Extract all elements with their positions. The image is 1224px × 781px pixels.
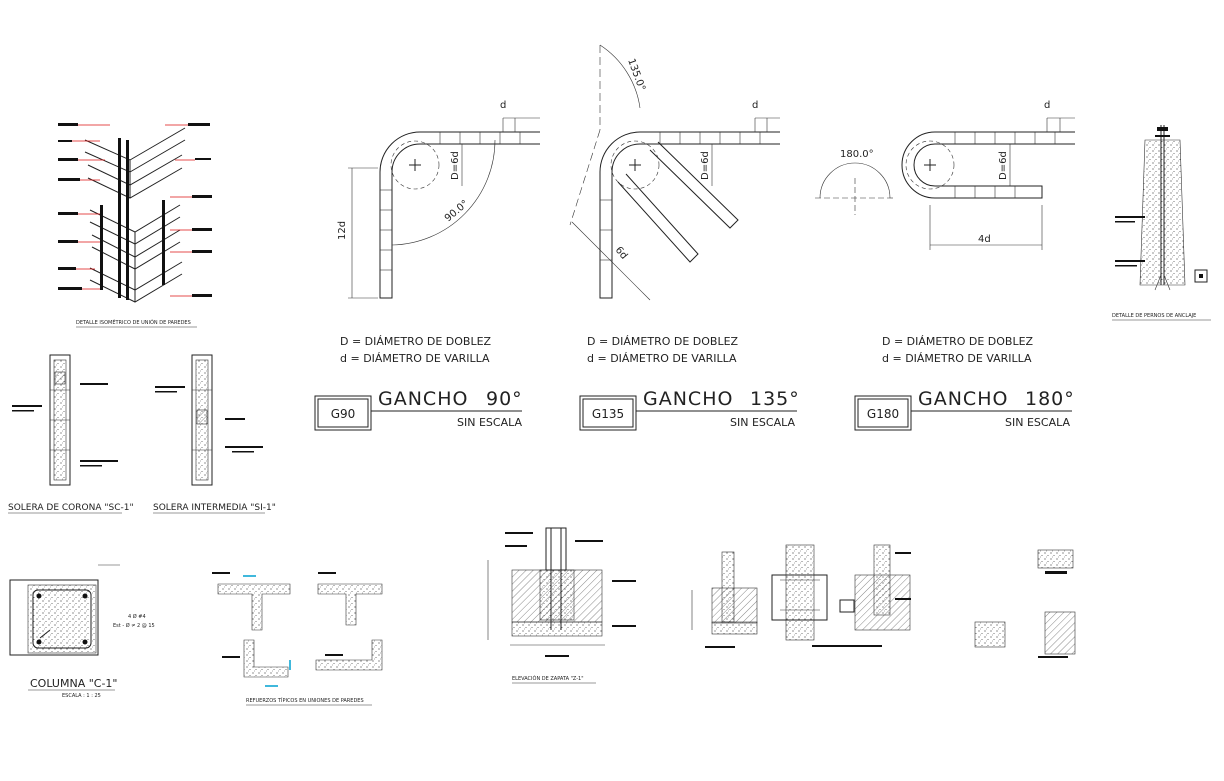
- solera-intermedia-detail: SOLERA INTERMEDIA "SI-1": [153, 354, 276, 514]
- g90-title: GANCHO: [378, 388, 468, 410]
- svg-text:D = DIÁMETRO DE DOBLEZ: D = DIÁMETRO DE DOBLEZ: [340, 335, 492, 348]
- g180-dim-len: 4d: [978, 234, 991, 245]
- g90-dim-D: D=6d: [450, 151, 461, 180]
- hook-g135: 135.0° 6d D=6d d: [569, 44, 780, 301]
- g90-dim-angle: 90.0°: [443, 198, 471, 224]
- isometric-label: DETALLE ISOMÉTRICO DE UNIÓN DE PAREDES: [76, 318, 191, 326]
- hook-legend-g180: D = DIÁMETRO DE DOBLEZ d = DIÁMETRO DE V…: [882, 335, 1034, 365]
- title-block-g180: G180 GANCHO 180° SIN ESCALA: [854, 388, 1075, 431]
- columna-note-1: 4 Ø #4: [128, 613, 146, 620]
- refuerzos-detail: REFUERZOS TÍPICOS EN UNIONES DE PAREDES: [212, 572, 383, 706]
- g135-scale: SIN ESCALA: [730, 416, 795, 429]
- svg-text:D = DIÁMETRO DE DOBLEZ: D = DIÁMETRO DE DOBLEZ: [587, 335, 739, 348]
- footing-detail-b: [771, 544, 882, 647]
- g135-code: G135: [592, 407, 624, 421]
- anchor-bolt-detail: DETALLE DE PERNOS DE ANCLAJE: [1112, 125, 1211, 321]
- svg-text:d = DIÁMETRO DE VARILLA: d = DIÁMETRO DE VARILLA: [587, 352, 737, 365]
- title-block-g135: G135 GANCHO 135° SIN ESCALA: [579, 388, 800, 431]
- g90-dim-12d: 12d: [337, 221, 348, 240]
- g180-scale: SIN ESCALA: [1005, 416, 1070, 429]
- g90-angle: 90°: [486, 388, 523, 410]
- hook-legend-g90: D = DIÁMETRO DE DOBLEZ d = DIÁMETRO DE V…: [340, 335, 492, 365]
- title-block-g90: G90 GANCHO 90° SIN ESCALA: [314, 388, 523, 431]
- columna-detail: 4 Ø #4 Est - Ø ≠ 2 @ 15 COLUMNA "C-1" ES…: [9, 564, 155, 699]
- columna-scale: ESCALA : 1 : 25: [62, 693, 101, 699]
- svg-text:d = DIÁMETRO DE VARILLA: d = DIÁMETRO DE VARILLA: [340, 352, 490, 365]
- perno-label: DETALLE DE PERNOS DE ANCLAJE: [1112, 313, 1196, 319]
- g135-title: GANCHO: [643, 388, 733, 410]
- hook-g180: D=6d 4d d 180.0°: [815, 100, 1075, 250]
- g135-dim-D: D=6d: [700, 151, 711, 180]
- columna-note-2: Est - Ø ≠ 2 @ 15: [113, 622, 155, 629]
- zapata-label: ELEVACIÓN DE ZAPATA "Z-1": [512, 675, 584, 682]
- footing-detail-a: [691, 551, 758, 648]
- zapata-detail: ELEVACIÓN DE ZAPATA "Z-1": [487, 527, 636, 684]
- g180-dim-d: d: [1044, 100, 1050, 111]
- svg-text:D = DIÁMETRO DE DOBLEZ: D = DIÁMETRO DE DOBLEZ: [882, 335, 1034, 348]
- solera-intermedia-label: SOLERA INTERMEDIA "SI-1": [153, 503, 276, 513]
- solera-corona-label: SOLERA DE CORONA "SC-1": [8, 503, 134, 513]
- hook-g90: 12d D=6d d 90.0°: [337, 100, 540, 299]
- g180-dim-D: D=6d: [998, 151, 1009, 180]
- g90-dim-d: d: [500, 100, 506, 111]
- g180-dim-angle: 180.0°: [840, 149, 874, 160]
- footing-detail-d: [974, 549, 1076, 658]
- g135-dim-len: 6d: [613, 245, 630, 262]
- g90-code: G90: [331, 407, 356, 421]
- g135-angle: 135°: [750, 388, 800, 410]
- g135-dim-d: d: [752, 100, 758, 111]
- hook-legend-g135: D = DIÁMETRO DE DOBLEZ d = DIÁMETRO DE V…: [587, 335, 739, 365]
- g180-title: GANCHO: [918, 388, 1008, 410]
- columna-title: COLUMNA "C-1": [30, 677, 117, 690]
- g180-code: G180: [867, 407, 899, 421]
- solera-corona-detail: SOLERA DE CORONA "SC-1": [8, 354, 134, 514]
- g180-angle: 180°: [1025, 388, 1075, 410]
- refuerzos-label: REFUERZOS TÍPICOS EN UNIONES DE PAREDES: [246, 697, 364, 704]
- footing-detail-c: [839, 544, 911, 631]
- svg-text:d = DIÁMETRO DE VARILLA: d = DIÁMETRO DE VARILLA: [882, 352, 1032, 365]
- g90-scale: SIN ESCALA: [457, 416, 522, 429]
- isometric-wall-detail: DETALLE ISOMÉTRICO DE UNIÓN DE PAREDES: [58, 123, 212, 328]
